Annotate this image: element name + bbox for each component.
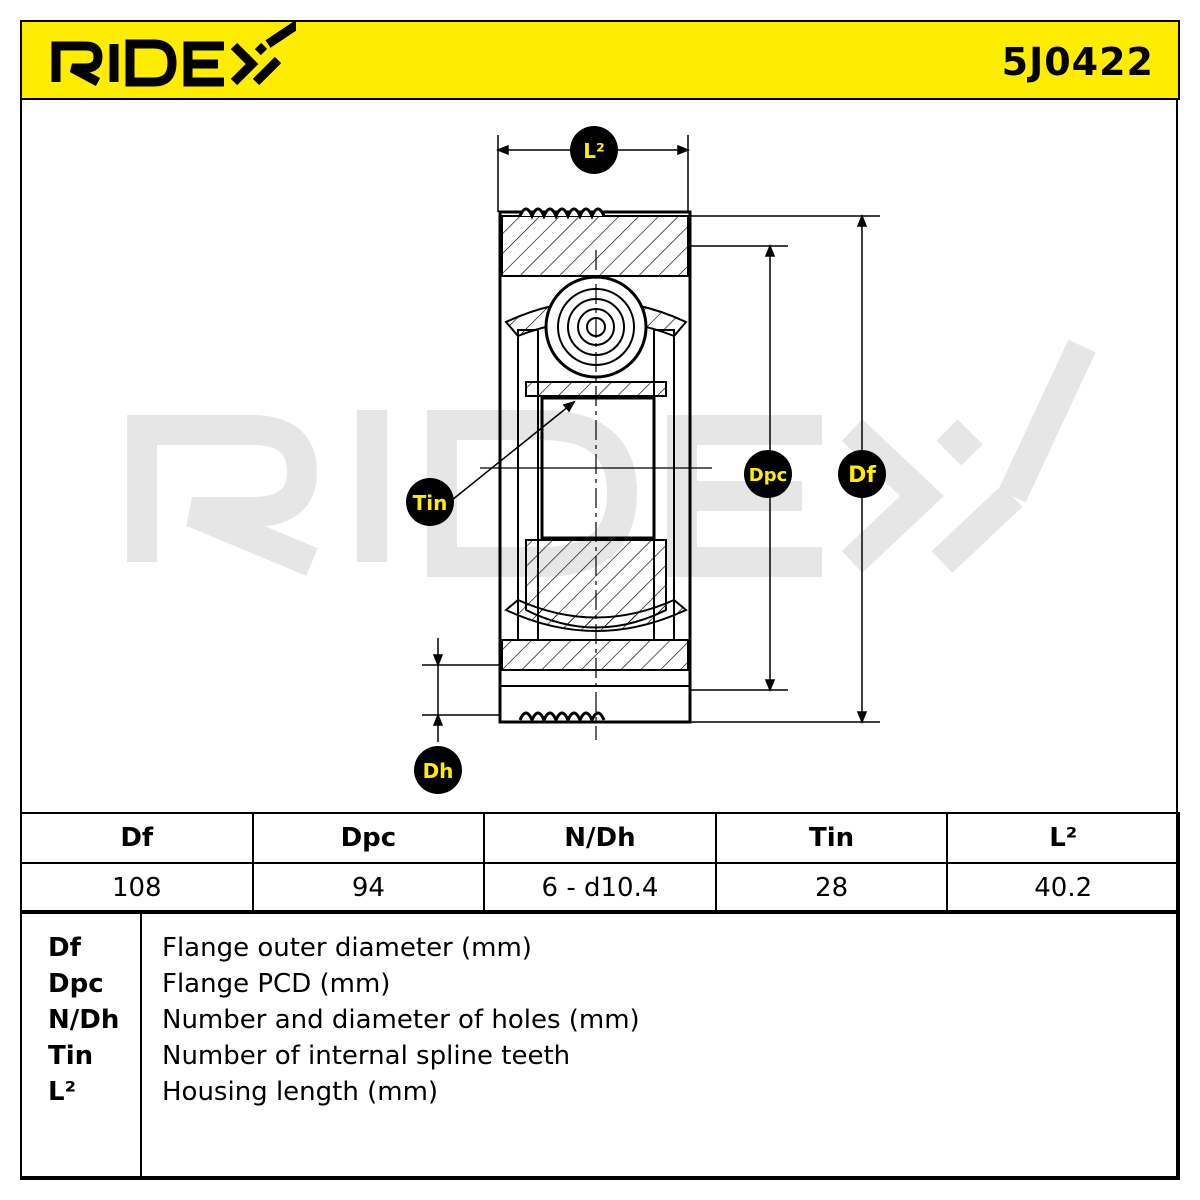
cv-joint-section [480, 207, 712, 740]
spec-header: Dpc [251, 812, 486, 864]
legend-key: Df [48, 933, 81, 963]
label-df: Df [838, 450, 886, 498]
spec-header: Df [20, 812, 254, 864]
legend-description: Flange outer diameter (mm) [162, 933, 532, 963]
spec-value: 28 [714, 862, 949, 914]
svg-text:Dh: Dh [423, 759, 454, 783]
legend-key: L² [48, 1077, 76, 1107]
ridex-logo [51, 22, 296, 87]
header-bar: 5J0422 [20, 20, 1180, 100]
label-dh: Dh [414, 746, 462, 794]
legend-description: Number and diameter of holes (mm) [162, 1005, 640, 1035]
spec-header: N/Dh [483, 812, 717, 864]
spec-value: 108 [20, 862, 254, 914]
spec-table: Df Dpc N/Dh Tin L² 108 94 6 - d10.4 28 4… [20, 812, 1180, 914]
legend-description: Number of internal spline teeth [162, 1041, 571, 1071]
legend-keys: Df Dpc N/Dh Tin L² [48, 930, 119, 1110]
spec-value: 6 - d10.4 [483, 862, 717, 914]
svg-text:Dpc: Dpc [749, 465, 788, 486]
legend-key: Tin [48, 1041, 94, 1071]
legend-descriptions: Flange outer diameter (mm) Flange PCD (m… [162, 930, 640, 1110]
spec-header-row: Df Dpc N/Dh Tin L² [20, 812, 1180, 864]
label-tin: Tin [406, 478, 454, 526]
ridex-watermark [127, 339, 1096, 577]
spec-value: 94 [251, 862, 486, 914]
legend-box: Df Dpc N/Dh Tin L² Flange outer diameter… [20, 910, 1180, 1180]
legend-description: Housing length (mm) [162, 1077, 439, 1107]
label-dpc: Dpc [744, 450, 792, 498]
spec-value-row: 108 94 6 - d10.4 28 40.2 [20, 862, 1180, 914]
legend-divider [140, 912, 142, 1178]
legend-description: Flange PCD (mm) [162, 969, 391, 999]
svg-text:L²: L² [583, 139, 605, 163]
part-number: 5J0422 [1001, 40, 1154, 84]
spec-header: Tin [714, 812, 949, 864]
technical-drawing: L² Dpc Df Tin Dh [127, 126, 1096, 794]
svg-text:Tin: Tin [413, 491, 448, 515]
spec-value: 40.2 [946, 862, 1180, 914]
legend-key: Dpc [48, 969, 104, 999]
svg-text:Df: Df [848, 463, 876, 488]
legend-key: N/Dh [48, 1005, 120, 1035]
label-l2: L² [570, 126, 618, 174]
spec-header: L² [946, 812, 1180, 864]
